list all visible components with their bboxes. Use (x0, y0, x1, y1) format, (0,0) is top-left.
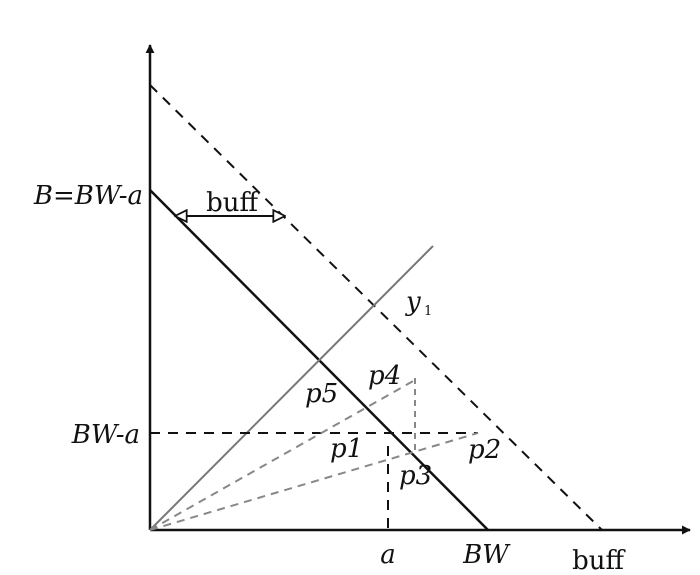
y-top-label: B=BW-a (33, 181, 143, 211)
buff-arrow-label: buff (206, 188, 260, 218)
point-p2-label: p2 (468, 435, 501, 465)
ray-to-p4 (149, 379, 416, 531)
x-bw-label: BW (462, 540, 511, 570)
point-p4-label: p4 (368, 361, 401, 391)
point-p1-label: p1 (330, 434, 363, 464)
ray-to-p2 (149, 432, 479, 531)
outer-boundary-dashed-line (149, 84, 603, 531)
y1-subscript: 1 (424, 304, 432, 319)
y-mid-label: BW-a (71, 420, 140, 450)
point-p3-label: p3 (399, 461, 432, 491)
x-a-label: a (380, 540, 396, 570)
y1-line (149, 245, 434, 531)
point-p5-label: p5 (305, 379, 338, 409)
y1-label: y (405, 287, 421, 317)
x-buff-label: buff (572, 546, 626, 575)
